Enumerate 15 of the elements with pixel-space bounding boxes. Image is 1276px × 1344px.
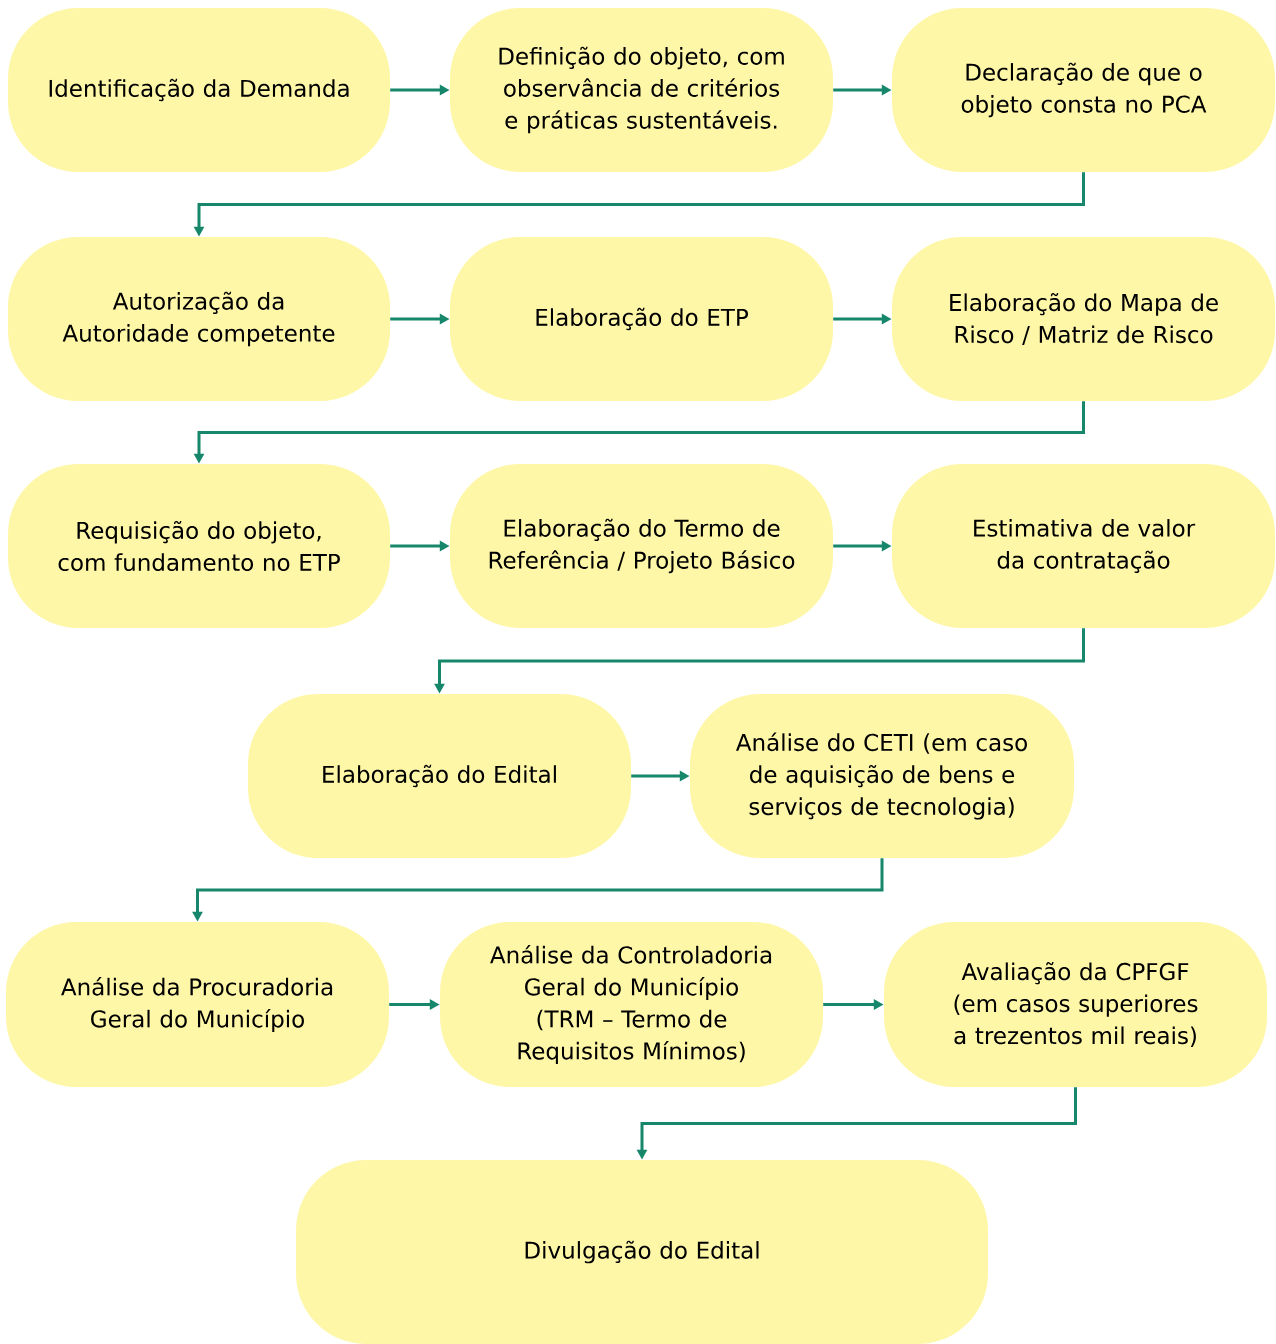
process-box: Análise da Procuradoria Geral do Município [6,922,389,1087]
process-box: Definição do objeto, com observância de critérios e práticas sustentáveis. [450,8,833,172]
process-box: Declaração de que o objeto consta no PCA [892,8,1275,172]
process-box: Estimativa de valor da contratação [892,464,1275,628]
process-box: Requisição do objeto, com fundamento no ETP [8,464,390,628]
process-box: Elaboração do Termo de Referência / Projeto Básico [450,464,833,628]
process-box: Autorização da Autoridade competente [8,237,390,401]
process-box: Avaliação da CPFGF (em casos superiores a trezentos mil reais) [884,922,1267,1087]
process-box: Divulgação do Edital [296,1160,988,1344]
process-box: Elaboração do Edital [248,694,631,858]
process-box: Identificação da Demanda [8,8,390,172]
process-box: Análise do CETI (em caso de aquisição de bens e serviços de tecnologia) [690,694,1074,858]
process-box: Elaboração do Mapa de Risco / Matriz de Risco [892,237,1275,401]
process-box: Análise da Controladoria Geral do Município (TRM – Termo de Requisitos Mínimos) [440,922,823,1087]
process-box: Elaboração do ETP [450,237,833,401]
